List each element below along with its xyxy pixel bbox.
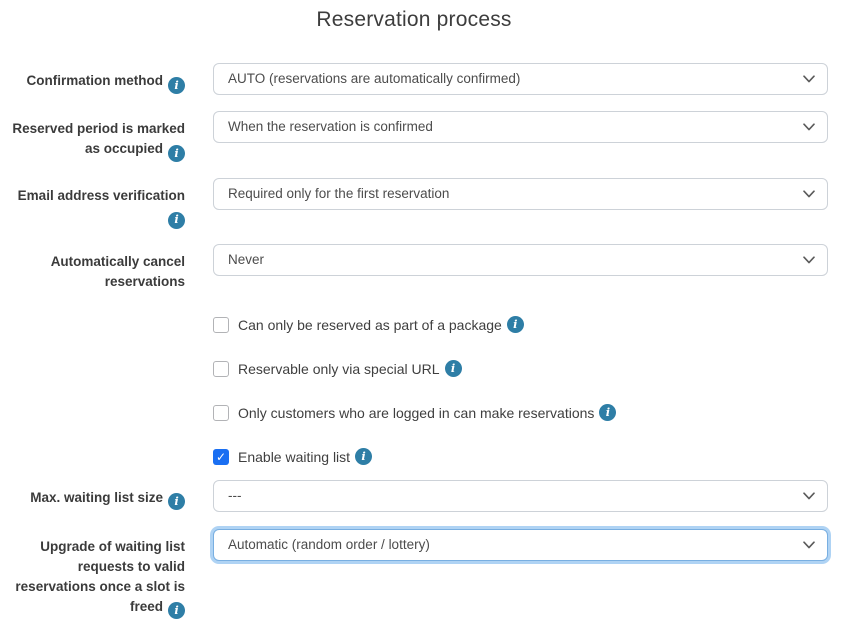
- chevron-down-icon: [803, 540, 815, 548]
- auto-cancel-select[interactable]: Never: [213, 243, 828, 276]
- special-url-checkbox[interactable]: ✓: [213, 360, 229, 377]
- occupied-period-select[interactable]: When the reservation is confirmed: [213, 111, 828, 143]
- info-icon[interactable]: i: [168, 602, 185, 620]
- checkbox-row-special-url[interactable]: ✓ Reservable only via special URL i: [213, 359, 850, 379]
- checkbox-label: Enable waiting list: [238, 448, 351, 465]
- checkbox-row-package-only[interactable]: ✓ Can only be reserved as part of a pack…: [213, 315, 850, 335]
- checkbox-label: Reservable only via special URL: [238, 360, 440, 377]
- auto-cancel-label: Automatically cancel reservations: [50, 253, 185, 289]
- chevron-down-icon: [803, 75, 815, 83]
- package-only-checkbox[interactable]: ✓: [213, 316, 229, 333]
- page-title: Reservation process: [316, 8, 512, 31]
- info-icon[interactable]: i: [168, 144, 185, 162]
- max-waiting-list-select[interactable]: ---: [213, 479, 828, 512]
- checkbox-label: Can only be reserved as part of a packag…: [238, 316, 502, 333]
- info-icon[interactable]: i: [506, 316, 524, 333]
- waiting-list-upgrade-label: Upgrade of waiting list requests to vali…: [0, 529, 185, 620]
- enable-waiting-list-checkbox[interactable]: ✓: [213, 448, 229, 465]
- chevron-down-icon: [803, 491, 815, 499]
- chevron-down-icon: [803, 123, 815, 131]
- checkmark-icon: ✓: [215, 449, 227, 464]
- info-icon[interactable]: i: [168, 76, 185, 94]
- logged-in-only-checkbox[interactable]: ✓: [213, 404, 229, 421]
- confirmation-method-select[interactable]: AUTO (reservations are automatically con…: [213, 63, 828, 95]
- info-icon[interactable]: i: [444, 360, 462, 377]
- checkbox-row-logged-in-only[interactable]: ✓ Only customers who are logged in can m…: [213, 403, 850, 423]
- info-icon[interactable]: i: [168, 211, 185, 229]
- checkbox-section: ✓ Can only be reserved as part of a pack…: [213, 315, 850, 467]
- info-icon[interactable]: i: [168, 493, 185, 511]
- waiting-list-upgrade-select[interactable]: Automatic (random order / lottery): [213, 528, 828, 561]
- checkbox-row-enable-waiting-list[interactable]: ✓ Enable waiting list i: [213, 447, 850, 467]
- info-icon[interactable]: i: [355, 448, 373, 465]
- form-row-waiting-list-upgrade: Upgrade of waiting list requests to vali…: [0, 528, 850, 620]
- info-icon[interactable]: i: [599, 404, 617, 421]
- chevron-down-icon: [803, 190, 815, 198]
- chevron-down-icon: [803, 255, 815, 263]
- checkbox-label: Only customers who are logged in can mak…: [238, 404, 595, 421]
- email-verification-select[interactable]: Required only for the first reservation: [213, 177, 828, 210]
- form-row-auto-cancel: Automatically cancel reservations Never: [0, 243, 850, 292]
